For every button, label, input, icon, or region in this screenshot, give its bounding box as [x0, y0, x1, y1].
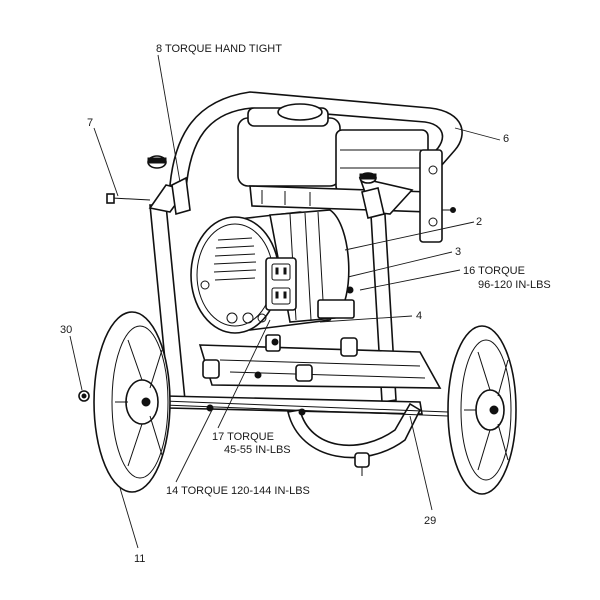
callout-labels: 8 TORQUE HAND TIGHT 7 6 2 3 16 TORQUE 96… — [60, 43, 551, 565]
callout-16-value: 96-120 IN-LBS — [478, 279, 551, 291]
callout-29: 29 — [424, 515, 436, 527]
callout-14: 14 TORQUE 120-144 IN-LBS — [166, 485, 310, 497]
callout-11: 11 — [134, 553, 145, 565]
callout-4: 4 — [416, 310, 422, 322]
callout-16-title: 16 TORQUE — [463, 265, 525, 277]
alternator — [190, 209, 350, 334]
left-wheel — [93, 311, 171, 493]
callout-7: 7 — [87, 117, 93, 129]
hardware — [106, 155, 385, 476]
callout-3: 3 — [455, 246, 461, 258]
callout-17-title: 17 TORQUE — [212, 431, 274, 443]
callout-30: 30 — [60, 324, 72, 336]
right-wheel — [447, 325, 517, 495]
callout-6: 6 — [503, 133, 509, 145]
axle — [78, 390, 449, 417]
callout-2: 2 — [476, 216, 482, 228]
leader-lines — [69, 54, 501, 549]
callout-8: 8 TORQUE HAND TIGHT — [156, 43, 282, 55]
callout-17-value: 45-55 IN-LBS — [224, 444, 291, 456]
frame-tubes — [148, 176, 442, 459]
engine — [237, 103, 456, 243]
